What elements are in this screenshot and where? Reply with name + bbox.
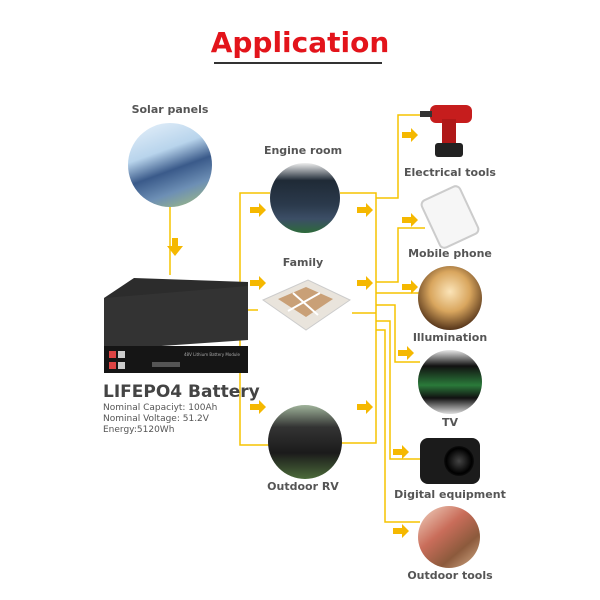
- battery-spec-voltage: Nominal Voltage: 51.2V: [103, 414, 209, 424]
- battery-title: LIFEPO4 Battery: [103, 382, 260, 402]
- engine-room-image: [270, 163, 340, 233]
- label-electrical-tools: Electrical tools: [404, 166, 496, 179]
- label-engine-room: Engine room: [263, 144, 343, 157]
- title-underline: [214, 62, 382, 64]
- label-family: Family: [282, 256, 324, 269]
- family-house-image: [258, 275, 353, 335]
- battery-spec-capacity: Nominal Capaciyt: 100Ah: [103, 403, 218, 413]
- page-title: Application: [210, 26, 390, 59]
- battery-module-text: 48V Lithium Battery Module: [184, 352, 241, 357]
- label-digital-equipment: Digital equipment: [394, 488, 506, 501]
- label-mobile-phone: Mobile phone: [408, 247, 492, 260]
- solar-panels-image: [128, 123, 212, 207]
- label-outdoor-tools: Outdoor tools: [407, 569, 493, 582]
- arrow-down: [167, 238, 183, 256]
- arrows: [167, 128, 418, 538]
- illumination-image: [418, 266, 482, 330]
- label-solar-panels: Solar panels: [131, 103, 209, 116]
- battery-spec-energy: Energy:5120Wh: [103, 425, 175, 435]
- electrical-tools-image: [420, 97, 480, 162]
- label-tv: TV: [441, 416, 459, 429]
- outdoor-rv-image: [268, 405, 342, 479]
- label-outdoor-rv: Outdoor RV: [267, 480, 339, 493]
- digital-camera-image: [420, 438, 480, 484]
- battery-image: 48V Lithium Battery Module: [104, 278, 248, 373]
- outdoor-tools-image: [418, 506, 480, 568]
- label-illumination: Illumination: [412, 331, 488, 344]
- tv-image: [418, 350, 482, 414]
